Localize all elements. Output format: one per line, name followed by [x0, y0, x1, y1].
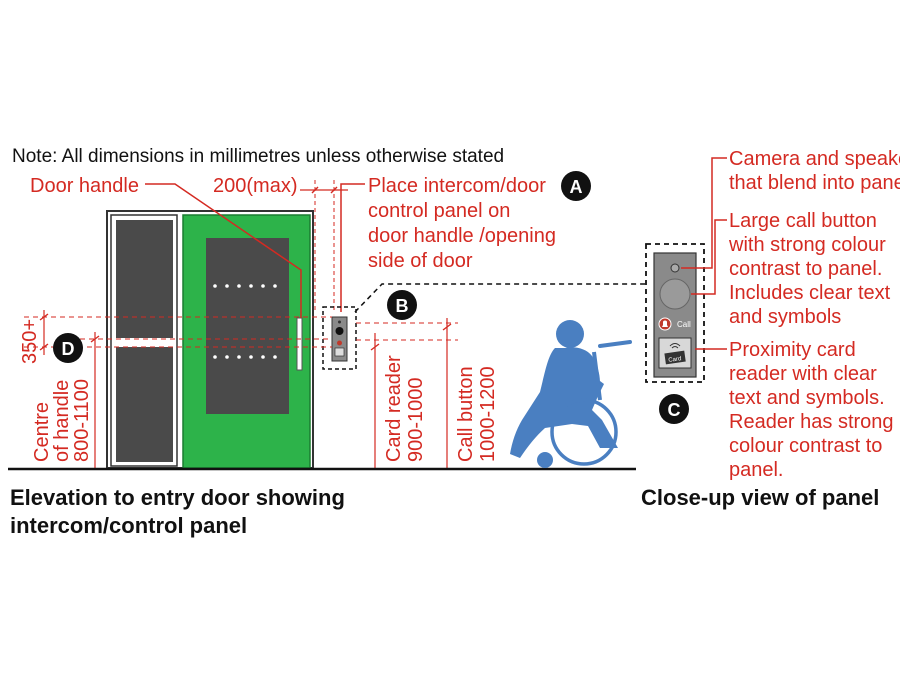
svg-text:C: C — [668, 400, 681, 420]
side-leaf-glass-bottom — [116, 347, 173, 462]
prox-desc-line6: panel. — [729, 459, 784, 481]
call-btn-desc-line4: Includes clear text — [729, 282, 891, 304]
place-intercom-line2: control panel on — [368, 200, 510, 222]
marker-d: D — [53, 333, 83, 363]
call-btn-desc-line5: and symbols — [729, 306, 841, 328]
camera-desc-line1: Camera and speaker — [729, 148, 900, 170]
place-intercom-leader — [340, 183, 365, 312]
door-handle-leader — [145, 183, 302, 318]
card-reader-dim-line2: 900-1000 — [405, 377, 427, 462]
centre-handle-line3: 800-1100 — [71, 379, 93, 462]
side-leaf-glass-top — [116, 220, 173, 338]
call-btn-desc-line1: Large call button — [729, 210, 877, 232]
wheelchair-user-icon — [510, 320, 632, 468]
camera-desc-line2: that blend into panel — [729, 172, 900, 194]
door-handle — [296, 317, 303, 371]
elevation-caption-line2: intercom/control panel — [10, 513, 247, 538]
closeup-panel: Call Card — [645, 243, 705, 383]
marker-a: A — [561, 171, 591, 201]
closeup-caption: Close-up view of panel — [641, 485, 879, 510]
centre-handle-line1: Centre — [31, 402, 53, 462]
svg-text:A: A — [570, 177, 583, 197]
prox-desc-line3: text and symbols. — [729, 387, 885, 409]
place-intercom-line4: side of door — [368, 250, 473, 272]
place-intercom-line1: Place intercom/door — [368, 175, 546, 197]
prox-desc-line5: colour contrast to — [729, 435, 882, 457]
place-intercom-line3: door handle /opening — [368, 225, 556, 247]
panel-card-text: Card — [668, 356, 682, 364]
marker-b: B — [387, 290, 417, 320]
door-handle-label: Door handle — [30, 175, 139, 197]
height-guides — [24, 316, 458, 348]
prox-desc-line4: Reader has strong — [729, 411, 894, 433]
call-button-dim-line1: Call button — [455, 366, 477, 462]
closeup-leaders — [681, 157, 727, 350]
main-door-glass — [206, 238, 289, 414]
door-frame — [106, 210, 314, 469]
manifestation-dots-bottom — [213, 355, 277, 359]
card-reader-dim-line1: Card reader — [383, 355, 405, 462]
closeup-connector — [354, 283, 646, 313]
prox-desc-line1: Proximity card — [729, 339, 856, 361]
speaker-icon — [659, 278, 691, 310]
panel-call-text: Call — [677, 320, 691, 329]
svg-text:D: D — [62, 339, 75, 359]
marker-c: C — [659, 394, 689, 424]
note-text: Note: All dimensions in millimetres unle… — [12, 146, 504, 167]
prox-desc-line2: reader with clear — [729, 363, 877, 385]
centre-handle-line2: of handle — [51, 380, 73, 462]
call-btn-desc-line3: contrast to panel. — [729, 258, 882, 280]
bell-icon — [662, 320, 668, 327]
wall-panel-small — [322, 306, 357, 370]
call-button-dim-line2: 1000-1200 — [477, 366, 499, 462]
elevation-caption-line1: Elevation to entry door showing — [10, 485, 345, 510]
max-offset-label: 200(max) — [213, 175, 297, 197]
svg-text:B: B — [396, 296, 409, 316]
manifestation-dots-top — [213, 284, 277, 288]
dim-350-label: 350+ — [19, 319, 41, 364]
call-btn-desc-line2: with strong colour — [728, 234, 886, 256]
camera-icon — [670, 263, 680, 273]
